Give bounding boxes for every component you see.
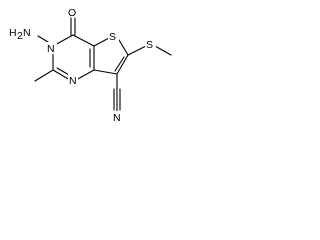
bond-n1-c2-inner — [56, 67, 70, 76]
bond-c7a-n1 — [75, 69, 95, 81]
atom-label-n1: N — [69, 75, 77, 87]
atom-label-n-nitrile: N — [113, 112, 121, 124]
atom-label-o: O — [68, 7, 76, 19]
atom-label-s-ring: S — [109, 31, 116, 43]
atom-label-s-methylthio: S — [146, 39, 153, 51]
bond-c6-c7-inner — [114, 56, 125, 72]
bond-c4a-s — [93, 37, 110, 47]
amino-group-label: H 2 N — [9, 27, 31, 42]
atom-label-n3: N — [47, 43, 55, 55]
bond-c6-c7 — [116, 54, 129, 75]
bond-c7-c7a — [93, 69, 118, 75]
atom-labels: H 2 N N O S S N N — [9, 7, 156, 124]
chemical-structure: H 2 N N O S S N N — [9, 7, 172, 124]
bond-c6-sme — [127, 45, 147, 56]
bond-sme-ch3 — [154, 45, 172, 56]
atom-label-subscript: 2 — [17, 30, 23, 42]
atom-label-h: H — [9, 27, 17, 39]
atom-label-n-amino: N — [23, 27, 31, 39]
bond-n3-nh2 — [37, 35, 49, 43]
bond-s-c6 — [118, 39, 129, 56]
bond-c2-methyl — [34, 69, 54, 82]
bond-c4-c4a — [72, 34, 95, 47]
bonds — [34, 17, 172, 112]
bond-n1-c2 — [52, 69, 71, 81]
